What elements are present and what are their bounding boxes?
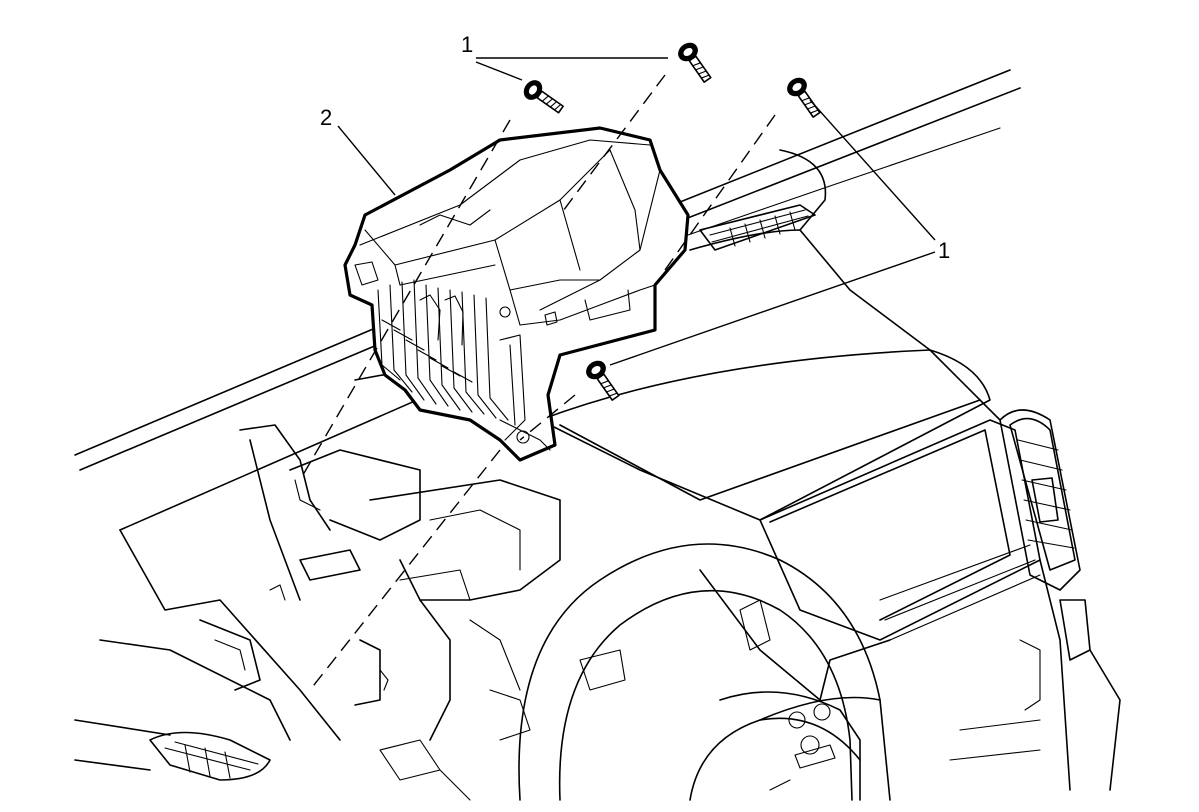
heat-sink-fins [377, 279, 509, 421]
display-hood [539, 349, 1001, 521]
callout-fasteners-top: 1 [461, 32, 473, 57]
callout-fasteners-right: 1 [938, 238, 950, 263]
mounting-bracket [499, 334, 551, 451]
leader-lines [337, 57, 936, 366]
side-air-vent-left [149, 731, 271, 781]
fastener-left [523, 80, 564, 114]
steering-wheel [518, 543, 891, 801]
callout-module: 2 [320, 105, 332, 130]
fastener-right [787, 77, 821, 118]
installation-paths [299, 74, 776, 691]
fastener-bottom [586, 360, 620, 401]
instrument-panel [74, 69, 1121, 801]
instrument-cluster [759, 419, 1041, 641]
fastener-top [678, 42, 712, 83]
side-air-vent-right [999, 409, 1081, 591]
control-module [343, 126, 690, 462]
defroster-vent [699, 204, 816, 251]
